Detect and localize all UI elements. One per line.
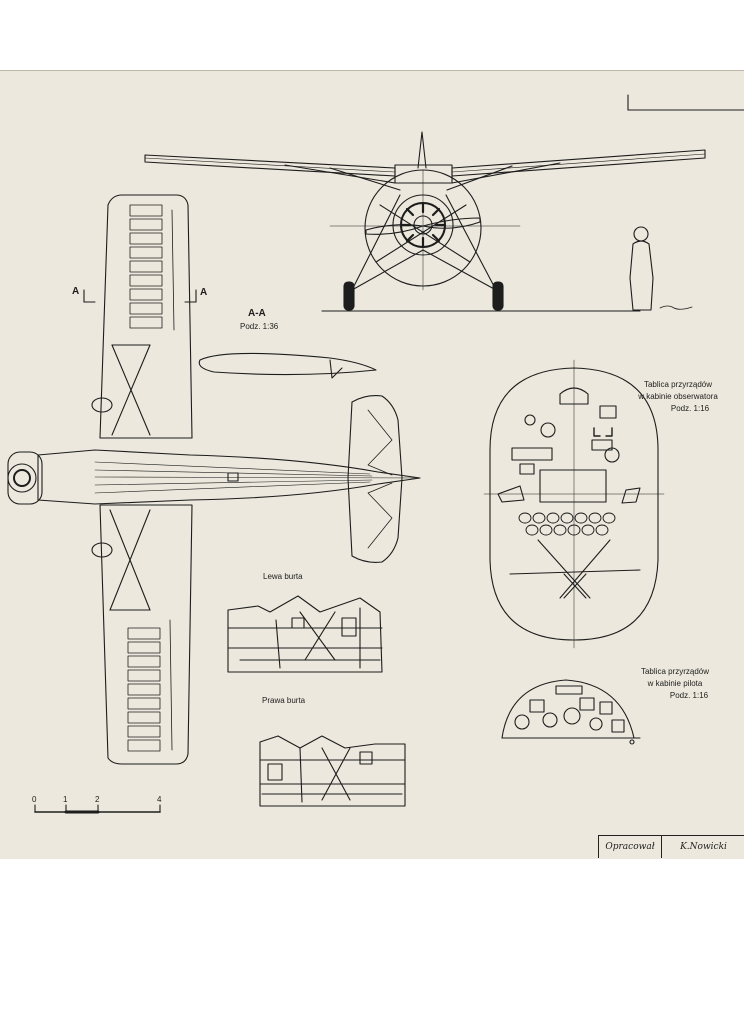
observer-instrument-panel: [483, 359, 665, 649]
pilot-instrument-panel: [501, 679, 641, 745]
observer-panel-line2: w kabinie obserwatora: [638, 392, 718, 401]
scale-tick-4: 4: [157, 795, 162, 804]
pilot-panel-line2: w kabinie pilota: [647, 679, 703, 688]
right-side-label: Prawa burta: [262, 696, 306, 705]
scale-tick-1: 1: [63, 795, 68, 804]
section-scale: Podz. 1:36: [240, 322, 279, 331]
author-name: K.Nowicki: [680, 842, 727, 852]
corner-mark: [627, 94, 744, 111]
human-figure: [629, 226, 693, 311]
observer-panel-title: Tablica przyrządów w kabinie obserwatora…: [630, 380, 726, 413]
observer-panel-line1: Tablica przyrządów: [643, 380, 713, 389]
scale-tick-0: 0: [32, 795, 37, 804]
prepared-by-label: Opracował: [599, 836, 662, 858]
pilot-panel-line1: Tablica przyrządów: [640, 667, 710, 676]
scale-bar: [34, 804, 161, 814]
drawing-sheet: [0, 70, 744, 859]
plan-view: [7, 194, 421, 765]
pilot-panel-title: Tablica przyrządów w kabinie pilota Podz…: [630, 667, 720, 700]
left-side-wall: [227, 595, 383, 673]
pilot-panel-line3: Podz. 1:16: [669, 691, 709, 700]
credits-box: Opracował K.Nowicki: [598, 835, 744, 858]
left-side-label: Lewa burta: [263, 572, 303, 581]
front-view: [144, 131, 706, 312]
section-marker-left: A: [72, 286, 80, 297]
section-marker-right: A: [200, 287, 208, 298]
section-title: A-A: [248, 308, 266, 319]
right-side-wall: [259, 735, 406, 807]
observer-panel-line3: Podz. 1:16: [670, 404, 710, 413]
wing-section-profile: [198, 352, 377, 379]
scale-tick-2: 2: [95, 795, 100, 804]
